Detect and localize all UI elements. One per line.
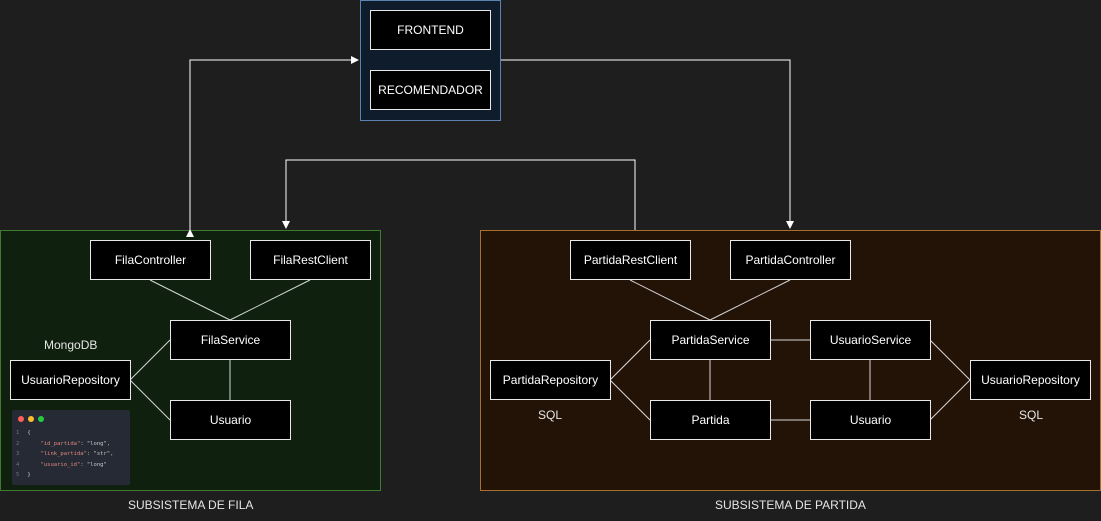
partida-service-box[interactable]: PartidaService	[650, 320, 771, 360]
partida-controller-box[interactable]: PartidaController	[730, 240, 851, 280]
code-line: 1{	[16, 430, 31, 436]
arrow-partida-to-fila-rest-client	[282, 159, 636, 230]
fila-usuario-box[interactable]: Usuario	[170, 400, 291, 440]
fila-controller-box[interactable]: FilaController	[90, 240, 211, 280]
partida-entity-box[interactable]: Partida	[650, 400, 771, 440]
partida-repository-box[interactable]: PartidaRepository	[490, 360, 611, 400]
code-line: 4 "usuario_id": "long"	[16, 461, 107, 468]
arrow-top-to-partida-controller	[501, 59, 794, 229]
code-line: 3 "link_partida": "str",	[16, 451, 114, 457]
code-line: 2 "id_partida": "long",	[16, 440, 111, 447]
sql-label-left: SQL	[538, 408, 563, 422]
sql-label-right: SQL	[1019, 408, 1044, 422]
recomendador-box[interactable]: RECOMENDADOR	[370, 70, 491, 110]
arrow-fila-to-frontend	[186, 56, 359, 237]
fila-rest-client-box[interactable]: FilaRestClient	[250, 240, 371, 280]
close-dot-icon	[18, 416, 24, 422]
partida-rest-client-box[interactable]: PartidaRestClient	[570, 240, 691, 280]
partida-usuario-service-box[interactable]: UsuarioService	[810, 320, 931, 360]
partida-usuario-repository-box[interactable]: UsuarioRepository	[970, 360, 1091, 400]
mongodb-label: MongoDB	[44, 338, 98, 352]
json-schema-snippet: 1{ 2 "id_partida": "long", 3 "link_parti…	[12, 410, 130, 485]
maximize-dot-icon	[38, 416, 44, 422]
fila-usuario-repository-box[interactable]: UsuarioRepository	[10, 360, 131, 400]
frontend-box[interactable]: FRONTEND	[370, 10, 491, 50]
partida-usuario-entity-box[interactable]: Usuario	[810, 400, 931, 440]
partida-subsystem-title: SUBSISTEMA DE PARTIDA	[715, 498, 866, 512]
fila-subsystem-title: SUBSISTEMA DE FILA	[128, 498, 254, 512]
minimize-dot-icon	[28, 416, 34, 422]
code-line: 5}	[16, 472, 31, 478]
fila-service-box[interactable]: FilaService	[170, 320, 291, 360]
